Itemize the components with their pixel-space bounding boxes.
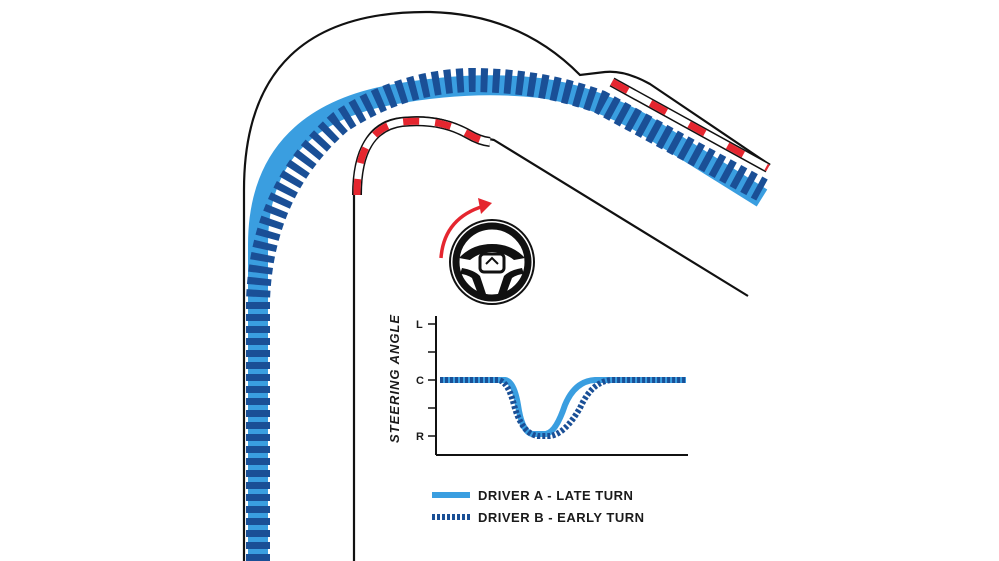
steering-angle-chart: STEERING ANGLE L C R [387, 314, 688, 456]
chart-tick-label-c: C [416, 375, 424, 387]
driver-b-steering-trace [440, 377, 686, 439]
rotate-clockwise-arrow-icon [439, 198, 492, 259]
track-outer-boundary [242, 10, 771, 561]
inner-apex-curb [352, 116, 491, 196]
driver-b-racing-line [246, 67, 768, 561]
steering-wheel-icon [449, 219, 535, 305]
chart-legend: DRIVER A - LATE TURN DRIVER B - EARLY TU… [432, 488, 645, 525]
chart-tick-label-r: R [416, 431, 424, 443]
driver-a-steering-trace [440, 377, 686, 437]
outer-exit-curb [609, 77, 771, 173]
chart-tick-label-l: L [416, 319, 423, 331]
chart-ylabel: STEERING ANGLE [387, 314, 402, 443]
legend-label-driver-a: DRIVER A - LATE TURN [478, 488, 633, 503]
legend-label-driver-b: DRIVER B - EARLY TURN [478, 510, 645, 525]
